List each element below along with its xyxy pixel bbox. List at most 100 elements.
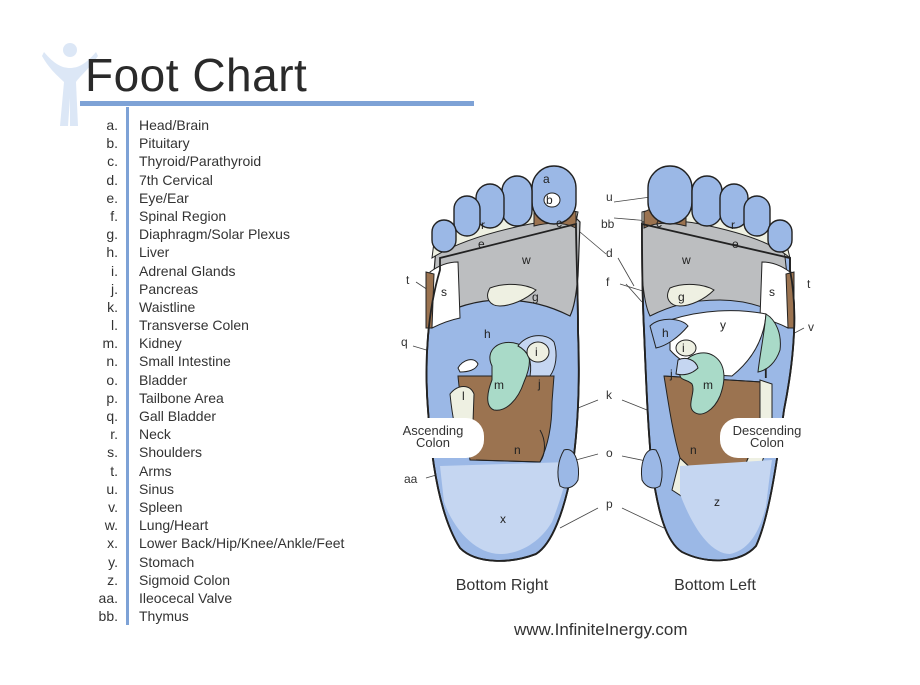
zone-j-label: j: [537, 377, 541, 391]
legend-label: Thyroid/Parathyroid: [139, 153, 262, 170]
zone-b-label: b: [546, 193, 553, 207]
zone-s-label: s: [441, 285, 447, 299]
callout-t-right: t: [807, 277, 811, 291]
legend-item: o.Bladder: [80, 371, 344, 389]
legend-item: i. Adrenal Glands: [80, 262, 344, 280]
legend-item: bb. Thymus: [80, 607, 344, 625]
legend-label: Thymus: [139, 608, 189, 625]
legend-label: Small Intestine: [139, 353, 231, 370]
legend-item: q.Gall Bladder: [80, 407, 344, 425]
legend-item: u. Sinus: [80, 480, 344, 498]
zone-n-label: n: [690, 443, 697, 457]
ascending-colon-line2: Colon: [416, 435, 450, 450]
legend-label: Sinus: [139, 480, 175, 497]
legend-label: Sigmoid Colon: [139, 571, 231, 588]
legend-label: Tailbone Area: [139, 389, 224, 406]
legend-key: h.: [106, 244, 118, 261]
legend-key: w.: [104, 517, 118, 534]
legend-item: p. Tailbone Area: [80, 389, 344, 407]
zone-s-label: s: [769, 285, 775, 299]
legend-key: y.: [108, 553, 118, 570]
legend-key: d.: [106, 171, 118, 188]
legend-item: g.Diaphragm/Solar Plexus: [80, 225, 344, 243]
legend-item: z.Sigmoid Colon: [80, 571, 344, 589]
zone-m-label: m: [494, 378, 504, 392]
ascending-colon-bubble: [394, 418, 484, 458]
legend-item: x. Lower Back/Hip/Knee/Ankle/Feet: [80, 534, 344, 552]
legend-label: Liver: [139, 244, 170, 261]
callout-labels: u bb d f t t q v k o p aa: [401, 190, 814, 511]
zone-z-label: z: [714, 495, 720, 509]
legend-key: v.: [108, 498, 118, 515]
legend-item: h. Liver: [80, 243, 344, 261]
legend-key: m.: [102, 335, 118, 352]
callout-bb: bb: [601, 217, 615, 231]
legend-key: x.: [107, 535, 118, 552]
legend-label: Pituitary: [139, 135, 190, 152]
zone-j-label: j: [669, 367, 673, 381]
legend-item: s. Shoulders: [80, 443, 344, 461]
legend-list: a.Head/Brain b.Pituitary c.Thyroid/Parat…: [80, 116, 345, 625]
zone-y-label: y: [720, 318, 726, 332]
legend-label: 7th Cervical: [139, 171, 213, 188]
legend-item: w. Lung/Heart: [80, 516, 344, 534]
legend-label: Stomach: [139, 553, 195, 570]
legend-item: n.Small Intestine: [80, 352, 344, 370]
legend-key: u.: [106, 480, 118, 497]
legend-key: g.: [106, 226, 118, 243]
legend-label: Shoulders: [139, 444, 203, 461]
legend-item: t.Arms: [80, 462, 344, 480]
zone-a-label: a: [543, 172, 550, 186]
foot-bottom-right: a b c r e w s g h i m j l n x: [425, 165, 581, 562]
callout-u: u: [606, 190, 613, 204]
legend-item: l.Transverse Colen: [80, 316, 344, 334]
zone-r-label: r: [481, 218, 485, 232]
zone-g-label: g: [532, 290, 539, 304]
zone-e-label: e: [732, 237, 739, 251]
callout-v: v: [808, 320, 814, 334]
zone-g-label: g: [678, 290, 685, 304]
legend-label: Bladder: [139, 371, 188, 388]
legend-key: i.: [111, 262, 118, 279]
legend-label: Pancreas: [139, 280, 199, 297]
legend-item: j.Pancreas: [80, 280, 344, 298]
legend-label: Lower Back/Hip/Knee/Ankle/Feet: [139, 535, 345, 552]
zone-x-label: x: [500, 512, 506, 526]
legend-key: a.: [106, 117, 118, 133]
descending-colon-line2: Colon: [750, 435, 784, 450]
legend-key: p.: [106, 389, 118, 406]
legend-item: aa.Ileocecal Valve: [80, 589, 344, 607]
zone-h-label: h: [662, 326, 669, 340]
brand-figure-logo: [42, 43, 98, 126]
callout-d: d: [606, 246, 613, 260]
foot-diagram: a b c r e w s g h i m j l n x: [394, 165, 818, 594]
legend-label: Adrenal Glands: [139, 262, 236, 279]
legend-key: bb.: [98, 608, 118, 625]
legend-key: s.: [107, 444, 118, 461]
legend-label: Ileocecal Valve: [139, 589, 233, 606]
legend-key: r.: [110, 426, 118, 443]
caption-bottom-left: Bottom Left: [674, 577, 756, 594]
zone-h-label: h: [484, 327, 491, 341]
legend-item: e.Eye/Ear: [80, 189, 344, 207]
zone-i-label: i: [682, 341, 685, 355]
legend-label: Waistline: [139, 298, 196, 315]
callout-q: q: [401, 335, 408, 349]
legend-key: c.: [107, 153, 118, 170]
legend-label: Transverse Colen: [139, 317, 249, 334]
zone-c-label: c: [556, 216, 562, 230]
legend-key: t.: [110, 462, 118, 479]
legend-key: q.: [106, 408, 118, 424]
ascending-colon-line1: Ascending: [403, 423, 464, 438]
callout-t-left: t: [406, 273, 410, 287]
legend-label: Lung/Heart: [139, 517, 209, 534]
zone-m-label: m: [703, 378, 713, 392]
zone-w-label: w: [521, 253, 531, 267]
legend-label: Head/Brain: [139, 117, 210, 133]
website-link[interactable]: www.InfiniteInergy.com: [514, 620, 688, 639]
legend-item: f.Spinal Region: [80, 207, 344, 225]
legend-divider: [126, 107, 129, 625]
legend-key: e.: [106, 189, 118, 206]
legend-item: c. Thyroid/Parathyroid: [80, 152, 344, 170]
colon-callouts: Ascending Colon Descending Colon: [403, 423, 802, 450]
